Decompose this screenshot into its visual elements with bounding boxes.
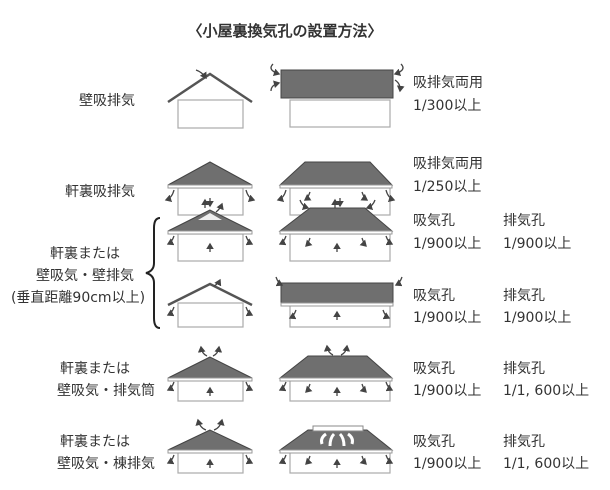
- row-wall-intake-exhaust: 壁吸排気 吸排気両用 1/300以上: [79, 63, 483, 129]
- exhaust-label: 排気孔: [503, 434, 545, 450]
- hip-flat-house-stack-diagram: [278, 344, 394, 402]
- exhaust-label: 排気孔: [503, 288, 545, 304]
- exhaust-ratio: 1/1, 600以上: [503, 383, 589, 399]
- row-label: 軒裏または: [60, 433, 130, 450]
- hip-flat-house-diagram: [278, 199, 394, 262]
- row-label: 壁吸気・棟排気: [57, 456, 155, 472]
- hip-house-diagram: [164, 161, 256, 216]
- row-ridge-exhaust: 軒裏または 壁吸気・棟排気 吸気孔 1/900以上 排気孔 1/1, 600以上: [57, 418, 589, 474]
- row-label: 軒裏吸排気: [65, 183, 135, 200]
- hip-house-stack-diagram: [166, 345, 254, 402]
- intake-label: 吸気孔: [413, 361, 455, 377]
- row-soffit-intake-exhaust: 軒裏吸排気 吸排気両用 1/250以上: [65, 156, 483, 216]
- row-soffit-wall-exhaust-hip: 吸気孔 1/900以上 排気孔 1/900以上: [166, 199, 571, 262]
- gable-house-diagram: [166, 278, 254, 328]
- intake-ratio: 1/900以上: [413, 383, 481, 399]
- exhaust-ratio: 1/1, 600以上: [503, 456, 589, 472]
- group-label-line: 軒裏または: [50, 245, 120, 262]
- hip-flat-house-diagram: [276, 161, 396, 216]
- vent-ratio: 1/300以上: [413, 98, 481, 114]
- exhaust-ratio: 1/900以上: [503, 310, 571, 326]
- group-label-line: 壁吸気・壁排気: [36, 268, 134, 284]
- gable-house-diagram: [167, 69, 253, 129]
- group-label-line: (垂直距離90cm以上): [11, 289, 145, 306]
- flat-roof-house-diagram: [275, 276, 403, 328]
- vent-ratio: 1/250以上: [413, 179, 481, 195]
- row-label: 軒裏または: [60, 360, 130, 377]
- intake-label: 吸気孔: [413, 434, 455, 450]
- exhaust-label: 排気孔: [503, 361, 545, 377]
- intake-ratio: 1/900以上: [413, 456, 481, 472]
- intake-label: 吸気孔: [413, 288, 455, 304]
- brace: [145, 217, 161, 329]
- diagram-title: 〈小屋裏換気孔の設置方法〉: [187, 22, 382, 40]
- row-label: 壁吸気・排気筒: [57, 382, 155, 399]
- intake-ratio: 1/900以上: [413, 236, 481, 252]
- hip-flat-house-ridge-diagram: [278, 425, 394, 474]
- exhaust-label: 排気孔: [503, 213, 545, 229]
- row-label: 壁吸排気: [79, 93, 135, 109]
- group-soffit-or-wall: 軒裏または 壁吸気・壁排気 (垂直距離90cm以上): [11, 217, 161, 329]
- vent-type: 吸排気両用: [413, 75, 483, 91]
- hip-house-ridge-diagram: [166, 418, 254, 474]
- row-soffit-wall-exhaust-gable: 吸気孔 1/900以上 排気孔 1/900以上: [166, 276, 571, 328]
- intake-label: 吸気孔: [413, 213, 455, 229]
- intake-ratio: 1/900以上: [413, 310, 481, 326]
- hip-house-gable-vent-diagram: [166, 202, 254, 262]
- row-exhaust-stack: 軒裏または 壁吸気・排気筒 吸気孔 1/900以上 排気孔 1/1, 600以上: [57, 344, 589, 402]
- flat-roof-house-diagram: [270, 63, 405, 128]
- vent-type: 吸排気両用: [413, 156, 483, 172]
- exhaust-ratio: 1/900以上: [503, 236, 571, 252]
